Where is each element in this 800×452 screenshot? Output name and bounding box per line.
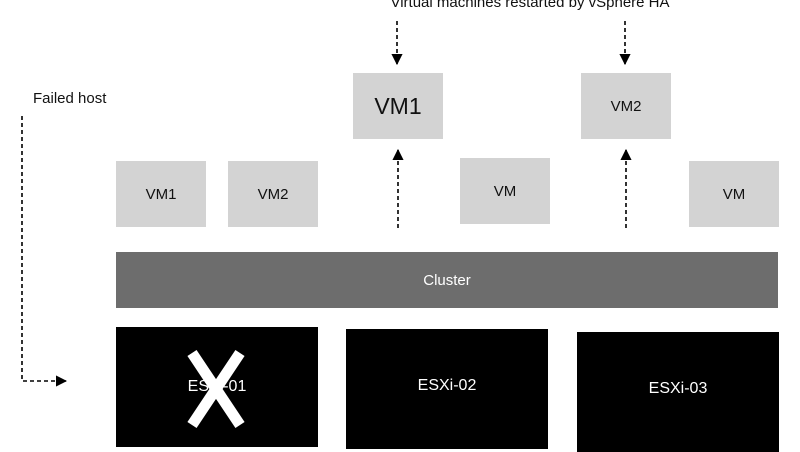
host-esxi-03: ESXi-03 [577,332,779,452]
vm1-original-box: VM1 [116,161,206,227]
arrow-failed-host-pointer [21,116,68,387]
host-esxi-01: ESXi-01 [116,327,318,447]
host-esxi-02-label: ESXi-02 [417,377,477,394]
cluster-bar: Cluster [116,252,778,308]
vm-host3-box: VM [689,161,779,227]
vm2-restarted-box: VM2 [581,73,671,139]
vm-host2-box: VM [460,158,550,224]
top-caption: Virtual machines restarted by vSphere HA [390,0,670,11]
host-esxi-02: ESXi-02 [346,329,548,449]
vm2-original-box: VM2 [228,161,318,227]
host-esxi-01-label: ESXi-01 [187,378,247,395]
failed-host-label: Failed host [33,90,107,107]
host-esxi-03-label: ESXi-03 [648,379,708,397]
vm1-restarted-box: VM1 [353,73,443,139]
